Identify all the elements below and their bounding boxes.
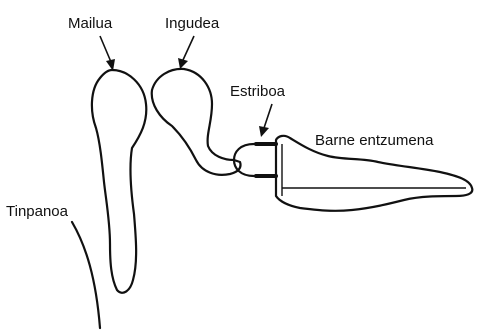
incus-outline [152, 69, 241, 175]
stapes-shape [234, 144, 276, 176]
incus-pointer [178, 36, 194, 69]
inner-ear-label: Barne entzumena [315, 132, 434, 149]
eardrum-label: Tinpanoa [6, 203, 69, 220]
incus-label: Ingudea [165, 15, 220, 32]
malleus-label: Mailua [68, 15, 113, 32]
eardrum-line [72, 222, 100, 328]
malleus-outline [92, 70, 146, 293]
malleus-pointer [100, 36, 115, 71]
stapes-pointer [259, 104, 272, 137]
stapes-label: Estriboa [230, 83, 286, 100]
